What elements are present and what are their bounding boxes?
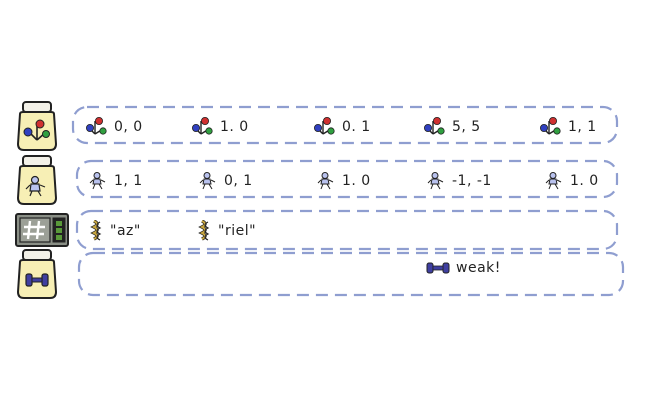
string-label: "riel" [218, 223, 257, 239]
vector-item: 1. 0 [192, 116, 249, 138]
vector-icon [314, 117, 335, 135]
point-icon [89, 172, 106, 190]
vector-icon [424, 117, 445, 135]
string-row: "az" "riel" [0, 208, 650, 252]
vector-icon [86, 117, 107, 135]
string-icon [198, 220, 210, 241]
vector-label: 1. 0 [220, 119, 249, 135]
point-jar-icon [16, 155, 58, 205]
string-item: "riel" [198, 220, 256, 242]
dumbbell-icon [426, 262, 450, 274]
point-icon [199, 172, 216, 190]
point-lane [75, 159, 619, 199]
vector-lane [71, 105, 619, 145]
vector-item: 1, 1 [540, 116, 597, 138]
point-label: 0, 1 [224, 173, 253, 189]
point-label: -1, -1 [452, 173, 492, 189]
point-row: 1, 1 0, 1 1. 0 [0, 154, 650, 206]
point-label: 1, 1 [114, 173, 143, 189]
point-item: 1. 0 [316, 171, 371, 191]
point-item: 1, 1 [88, 171, 143, 191]
point-icon [427, 172, 444, 190]
dumbbell-item: weak! [426, 260, 501, 276]
vector-jar-icon [16, 101, 58, 151]
vector-label: 1, 1 [568, 119, 597, 135]
vector-item: 5, 5 [424, 116, 481, 138]
vector-item: 0. 1 [314, 116, 371, 138]
point-label: 1. 0 [342, 173, 371, 189]
hash-table-icon [15, 213, 69, 247]
string-label: "az" [110, 223, 141, 239]
vector-item: 0, 0 [86, 116, 143, 138]
point-icon [317, 172, 334, 190]
vector-label: 5, 5 [452, 119, 481, 135]
point-item: 0, 1 [198, 171, 253, 191]
string-lane [75, 209, 619, 251]
point-label: 1. 0 [570, 173, 599, 189]
string-item: "az" [90, 220, 141, 242]
dumbbell-row: weak! [0, 248, 650, 300]
vector-label: 0. 1 [342, 119, 371, 135]
string-icon [90, 220, 102, 241]
vector-icon [540, 117, 561, 135]
point-item: -1, -1 [426, 171, 492, 191]
point-item: 1. 0 [544, 171, 599, 191]
point-icon [545, 172, 562, 190]
vector-icon [192, 117, 213, 135]
vector-label: 0, 0 [114, 119, 143, 135]
dumbbell-lane [77, 251, 625, 297]
vector-row: 0, 0 1. 0 0. 1 [0, 100, 650, 152]
dumbbell-jar-icon [16, 249, 58, 299]
dumbbell-label: weak! [456, 260, 501, 276]
